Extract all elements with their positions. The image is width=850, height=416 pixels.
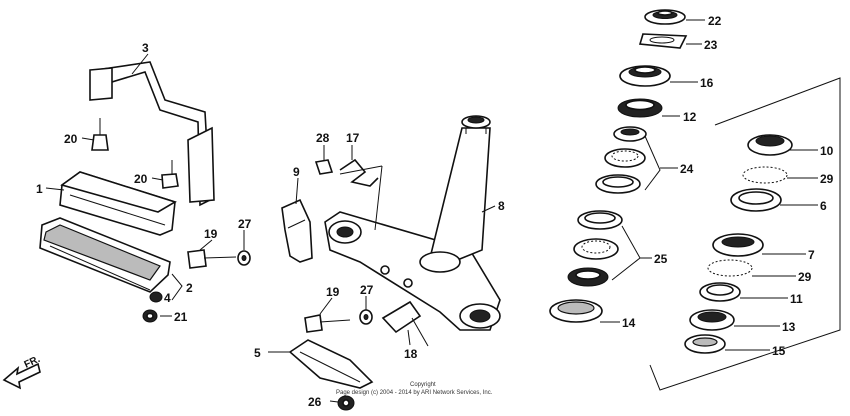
callout-19-lower: 19: [326, 285, 340, 299]
callout-2: 2: [186, 281, 193, 295]
callout-15: 15: [772, 344, 786, 358]
part-6-race[interactable]: [730, 188, 782, 212]
part-13-seal[interactable]: [689, 309, 735, 331]
copyright-line2: Page design (c) 2004 - 2014 by ARI Netwo…: [336, 390, 493, 396]
part-23-lock-washer[interactable]: [638, 33, 688, 49]
part-11-race[interactable]: [699, 282, 741, 302]
callout-17: 17: [346, 131, 360, 145]
part-22-nut[interactable]: [644, 9, 686, 25]
callout-14: 14: [622, 316, 636, 330]
front-arrow-icon: [2, 362, 41, 390]
callout-24: 24: [680, 162, 694, 176]
part-25-lower-bearing[interactable]: [567, 210, 623, 287]
leader-lines: [45, 19, 818, 403]
part-19-bolt-lower[interactable]: [304, 314, 351, 333]
callout-7: 7: [808, 248, 815, 262]
part-2-case[interactable]: [39, 217, 171, 293]
callout-11: 11: [790, 292, 803, 306]
callout-4: 4: [164, 291, 171, 305]
part-15-washer[interactable]: [684, 334, 726, 354]
part-12-dust-seal[interactable]: [617, 98, 663, 118]
callout-21: 21: [174, 310, 188, 324]
copyright-line1: Copyright: [410, 382, 436, 388]
callout-20-upper: 20: [64, 132, 78, 146]
part-19-bolt-upper[interactable]: [187, 249, 237, 269]
callout-29-upper: 29: [820, 172, 834, 186]
group-frame: [649, 77, 841, 391]
part-8-steering-stem[interactable]: [324, 115, 501, 331]
callout-26: 26: [308, 395, 322, 409]
part-16-adjusting-nut[interactable]: [619, 65, 671, 87]
callout-13: 13: [782, 320, 796, 334]
callout-8: 8: [498, 199, 505, 213]
part-28-bolt[interactable]: [314, 159, 334, 175]
callout-29-lower: 29: [798, 270, 812, 284]
part-17-clip[interactable]: [339, 158, 379, 187]
part-4-grommet[interactable]: [149, 291, 163, 303]
part-29-balls-lower[interactable]: [707, 259, 753, 277]
part-20-bolt-upper[interactable]: [91, 118, 109, 151]
part-24-upper-bearing[interactable]: [595, 126, 647, 194]
callouts: 22 23 16 12 24 10 29 6 25 7 29 11 14 13 …: [36, 14, 834, 409]
callout-3: 3: [142, 41, 149, 55]
callout-9: 9: [293, 165, 300, 179]
part-14-seal[interactable]: [549, 299, 603, 323]
callout-25: 25: [654, 252, 668, 266]
part-3-bracket[interactable]: [89, 61, 215, 207]
callout-19-upper: 19: [204, 227, 218, 241]
part-5-cover[interactable]: [288, 339, 374, 389]
callout-18: 18: [404, 347, 418, 361]
callout-27-upper: 27: [238, 217, 252, 231]
part-7-race[interactable]: [712, 233, 764, 257]
callout-16: 16: [700, 76, 714, 90]
part-10-race[interactable]: [747, 134, 793, 156]
callout-22: 22: [708, 14, 722, 28]
callout-5: 5: [254, 346, 261, 360]
part-20-bolt-lower[interactable]: [161, 160, 179, 189]
part-27-washer-upper[interactable]: [237, 250, 251, 266]
callout-27-lower: 27: [360, 283, 374, 297]
callout-10: 10: [820, 144, 834, 158]
callout-1: 1: [36, 182, 43, 196]
part-27-washer-lower[interactable]: [359, 309, 373, 325]
part-18-bracket[interactable]: [381, 300, 429, 347]
part-21-nut[interactable]: [142, 309, 158, 323]
callout-28: 28: [316, 131, 330, 145]
callout-23: 23: [704, 38, 718, 52]
part-26-nut[interactable]: [337, 395, 355, 411]
part-9-bracket[interactable]: [281, 198, 313, 263]
callout-12: 12: [683, 110, 697, 124]
callout-20-lower: 20: [134, 172, 148, 186]
part-29-balls-upper[interactable]: [742, 166, 788, 184]
part-1-control-unit[interactable]: [59, 171, 177, 236]
callout-6: 6: [820, 199, 827, 213]
